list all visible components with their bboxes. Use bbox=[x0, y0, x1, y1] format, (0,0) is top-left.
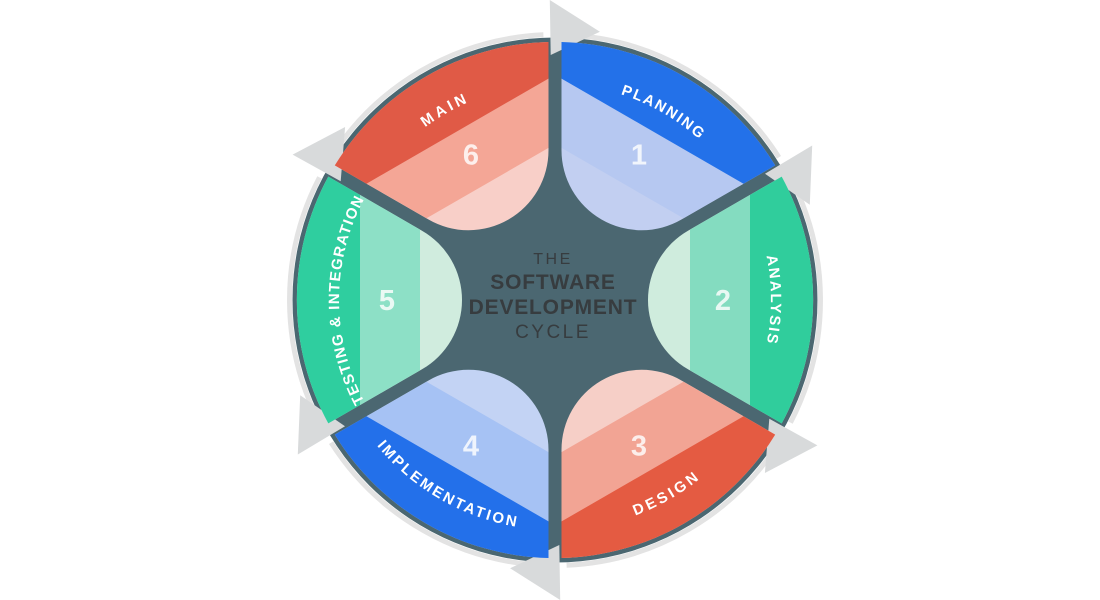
segment-middle-band bbox=[360, 194, 420, 406]
segment-number: 2 bbox=[715, 285, 731, 317]
clockwise-arrow-icon bbox=[297, 395, 345, 455]
clockwise-arrow-icon bbox=[510, 545, 561, 600]
segment-middle-band bbox=[561, 381, 744, 522]
segment-label: ANALYSIS bbox=[763, 254, 784, 347]
center-title-line-3: DEVELOPMENT bbox=[469, 296, 638, 319]
segment-outer-band bbox=[750, 176, 814, 424]
segment-middle-band bbox=[366, 78, 549, 219]
segment-middle-band bbox=[366, 381, 549, 522]
cycle-ring-arc bbox=[566, 439, 783, 568]
clockwise-arrow-icon bbox=[292, 127, 346, 182]
segment-outer-band bbox=[296, 176, 360, 424]
cycle-ring bbox=[287, 32, 823, 568]
segment-number: 3 bbox=[631, 431, 647, 463]
segment-analysis: ANALYSIS 2 bbox=[647, 176, 814, 424]
segment-outer-band bbox=[561, 42, 776, 184]
cycle-arrows bbox=[292, 0, 818, 600]
clockwise-arrow-icon bbox=[549, 0, 600, 55]
center-title-line-1: THE bbox=[533, 251, 573, 268]
cycle-ring-arc bbox=[787, 174, 823, 424]
segment-outer-band bbox=[334, 416, 549, 558]
segment-outer-band bbox=[334, 42, 549, 184]
center-title-line-4: CYCLE bbox=[515, 322, 591, 343]
segment-middle-band bbox=[690, 194, 750, 406]
segment-middle-band bbox=[561, 78, 744, 219]
segment-number: 6 bbox=[463, 140, 479, 172]
cycle-ring-arc bbox=[328, 441, 546, 568]
segment-number: 5 bbox=[379, 285, 395, 317]
cycle-ring-arc bbox=[327, 32, 544, 161]
clockwise-arrow-icon bbox=[765, 145, 813, 205]
segment-outer-band bbox=[561, 416, 776, 558]
segment-number: 1 bbox=[631, 140, 647, 172]
clockwise-arrow-icon bbox=[764, 418, 818, 473]
cycle-ring-arc bbox=[287, 176, 323, 426]
center-title: THE SOFTWARE DEVELOPMENT CYCLE bbox=[469, 251, 638, 343]
cycle-ring-arc bbox=[564, 32, 782, 159]
center-title-line-2: SOFTWARE bbox=[490, 271, 615, 294]
segment-number: 4 bbox=[463, 431, 479, 463]
